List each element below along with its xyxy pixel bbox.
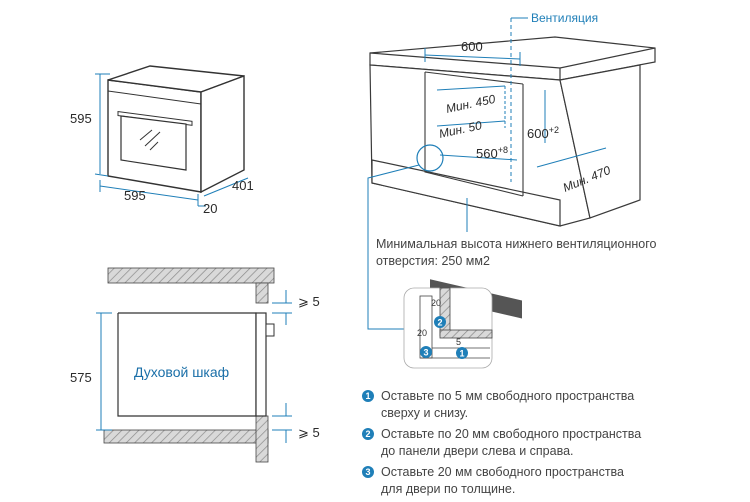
section-dimension-lines <box>96 290 292 443</box>
section-gap-top: ⩾ 5 <box>298 294 320 309</box>
oven-depth-label: 401 <box>232 178 254 193</box>
ventilation-label: Вентиляция <box>531 11 598 25</box>
oven-label: Духовой шкаф <box>134 364 230 380</box>
note-item: 2 Оставьте по 20 мм свободного пространс… <box>362 426 742 460</box>
oven-height-label: 595 <box>70 111 92 126</box>
detail-callout-leader <box>367 164 420 332</box>
detail-marker-2: 2 <box>434 316 446 328</box>
cabinet-width-label: 600 <box>461 39 483 54</box>
detail-marker-3: 3 <box>420 346 432 358</box>
note-text-2: Оставьте по 20 мм свободного пространств… <box>381 427 642 458</box>
clearance-notes: 1 Оставьте по 5 мм свободного пространст… <box>362 388 742 502</box>
svg-text:2: 2 <box>437 318 442 328</box>
opening-width-label: 560+8 <box>476 145 508 161</box>
section-view <box>103 267 275 463</box>
cabinet-dimension-lines <box>424 17 607 182</box>
note-text-3: Оставьте 20 мм свободного пространства д… <box>381 465 625 496</box>
cabinet-isometric <box>369 36 656 227</box>
detail-marker-1: 1 <box>456 347 468 359</box>
svg-text:3: 3 <box>423 348 428 358</box>
detail-gap-side: 20 <box>417 328 427 338</box>
vent-caption: Минимальная высота нижнего вентиляционно… <box>376 237 657 268</box>
note-number-1: 1 <box>362 390 374 402</box>
opening-height-label: 600+2 <box>527 125 559 141</box>
note-item: 3 Оставьте 20 мм свободного пространства… <box>362 464 742 498</box>
oven-width-label: 595 <box>124 188 146 203</box>
detail-gap-top: 20 <box>431 298 441 308</box>
section-height-label: 575 <box>70 370 92 385</box>
section-gap-bottom: ⩾ 5 <box>298 425 320 440</box>
oven-door-label: 20 <box>203 201 217 216</box>
svg-text:1: 1 <box>459 349 464 359</box>
oven-isometric <box>107 65 245 194</box>
note-number-3: 3 <box>362 466 374 478</box>
note-item: 1 Оставьте по 5 мм свободного пространст… <box>362 388 742 422</box>
note-text-1: Оставьте по 5 мм свободного пространства… <box>381 389 635 420</box>
oven-dimension-lines <box>94 73 249 207</box>
note-number-2: 2 <box>362 428 374 440</box>
detail-callout-circle <box>416 144 444 172</box>
detail-gap-bottom: 5 <box>456 337 461 347</box>
